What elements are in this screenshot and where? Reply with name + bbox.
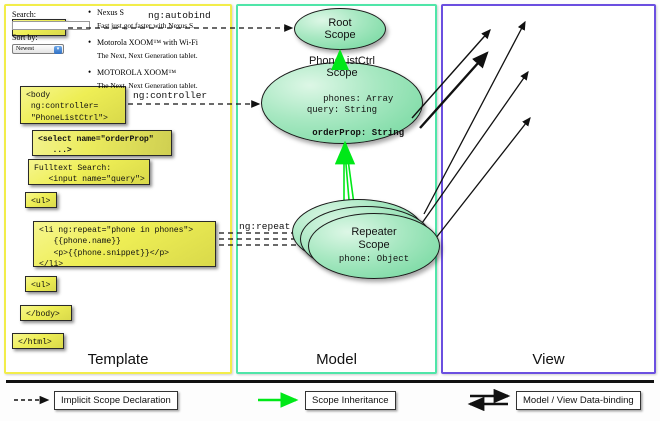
- html-close-box: </html>: [12, 333, 64, 349]
- root-scope-title: Root Scope: [324, 16, 356, 41]
- list-item: Nexus S Fast just got faster with Nexus …: [88, 7, 210, 31]
- legend-data-binding: Model / View Data-binding: [516, 391, 641, 410]
- phone-snippet: Fast just got faster with Nexus S.: [97, 21, 195, 31]
- phone-list: Nexus S Fast just got faster with Nexus …: [88, 7, 210, 98]
- search-label: Search:: [12, 10, 36, 19]
- legend-bidirectional-lines: [467, 388, 511, 412]
- phone-name: Motorola XOOM™ with Wi-Fi: [88, 37, 210, 49]
- section-view-label: View: [532, 351, 565, 368]
- phonelistctrl-scope: PhoneListCtrl Scope phones: Array query:…: [261, 55, 423, 144]
- section-template-label: Template: [87, 351, 149, 368]
- phone-snippet: The Next, Next Generation tablet.: [97, 81, 198, 91]
- phone-name: MOTOROLA XOOM™: [88, 67, 210, 79]
- ul-open-box: <ul>: [25, 192, 57, 208]
- sort-label: Sort by:: [12, 33, 38, 42]
- section-model-label: Model: [316, 351, 357, 368]
- input-box: Fulltext Search: <input name="query">: [28, 159, 150, 185]
- list-item: Motorola XOOM™ with Wi-Fi The Next, Next…: [88, 37, 210, 61]
- phone-name: Nexus S: [88, 7, 210, 19]
- section-view: View: [441, 4, 656, 374]
- repeater-scope-title: Repeater Scope: [351, 226, 397, 251]
- root-scope: Root Scope: [294, 8, 386, 50]
- edge-label-controller: ng:controller: [133, 90, 208, 101]
- li-repeat-box: <li ng:repeat="phone in phones"> {{phone…: [33, 221, 216, 269]
- search-input[interactable]: [12, 21, 90, 30]
- repeater-scope-props: phone: Object: [338, 254, 410, 265]
- phone-snippet: The Next, Next Generation tablet.: [97, 51, 198, 61]
- list-item: MOTOROLA XOOM™ The Next, Next Generation…: [88, 67, 210, 91]
- legend-scope-inheritance: Scope Inheritance: [305, 391, 396, 410]
- sort-select-value: Newest: [16, 46, 34, 52]
- phonelistctrl-scope-props: phones: Array query: String orderProp: S…: [306, 93, 405, 139]
- select-box: <select name="orderProp" ...>: [32, 130, 172, 156]
- legend-implicit-scope: Implicit Scope Declaration: [54, 391, 178, 410]
- view-form: Search: Sort by: Newest ▾: [12, 10, 94, 54]
- section-model: Model: [236, 4, 437, 374]
- body-close-box: </body>: [20, 305, 72, 321]
- edge-label-repeat: ng:repeat: [239, 221, 291, 232]
- ul-close-box: <ul>: [25, 276, 57, 292]
- phonelistctrl-scope-title: PhoneListCtrl Scope: [308, 54, 376, 79]
- chevron-down-icon: ▾: [54, 46, 62, 54]
- sort-select[interactable]: Newest ▾: [12, 44, 64, 54]
- legend-divider: [6, 380, 654, 383]
- repeater-scope: Repeater Scope phone: Object: [308, 213, 440, 279]
- body-box: <body ng:controller= "PhoneListCtrl">: [20, 86, 126, 124]
